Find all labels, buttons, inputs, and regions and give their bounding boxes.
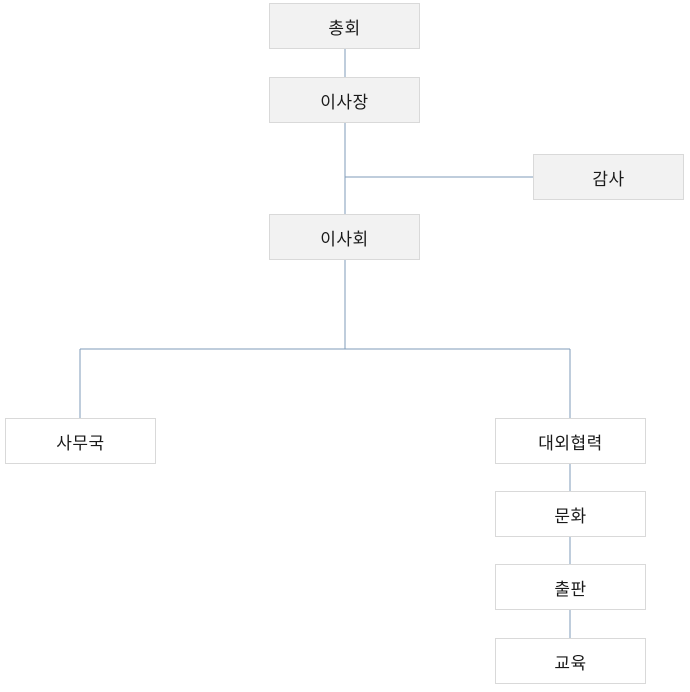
external-cooperation-box: 대외협력 — [495, 418, 646, 464]
chairman-label: 이사장 — [320, 92, 369, 113]
publishing-label: 출판 — [554, 579, 587, 600]
board-of-directors-label: 이사회 — [320, 229, 369, 250]
culture-box: 문화 — [495, 491, 646, 537]
board-of-directors-box: 이사회 — [269, 214, 420, 260]
external-cooperation-label: 대외협력 — [538, 433, 603, 454]
publishing-box: 출판 — [495, 564, 646, 610]
education-box: 교육 — [495, 638, 646, 684]
auditor-box: 감사 — [533, 154, 684, 200]
general-assembly-label: 총회 — [328, 18, 361, 39]
secretariat-box: 사무국 — [5, 418, 156, 464]
culture-label: 문화 — [554, 506, 587, 527]
secretariat-label: 사무국 — [56, 433, 105, 454]
education-label: 교육 — [554, 653, 587, 674]
general-assembly-box: 총회 — [269, 3, 420, 49]
auditor-label: 감사 — [592, 169, 625, 190]
chairman-box: 이사장 — [269, 77, 420, 123]
